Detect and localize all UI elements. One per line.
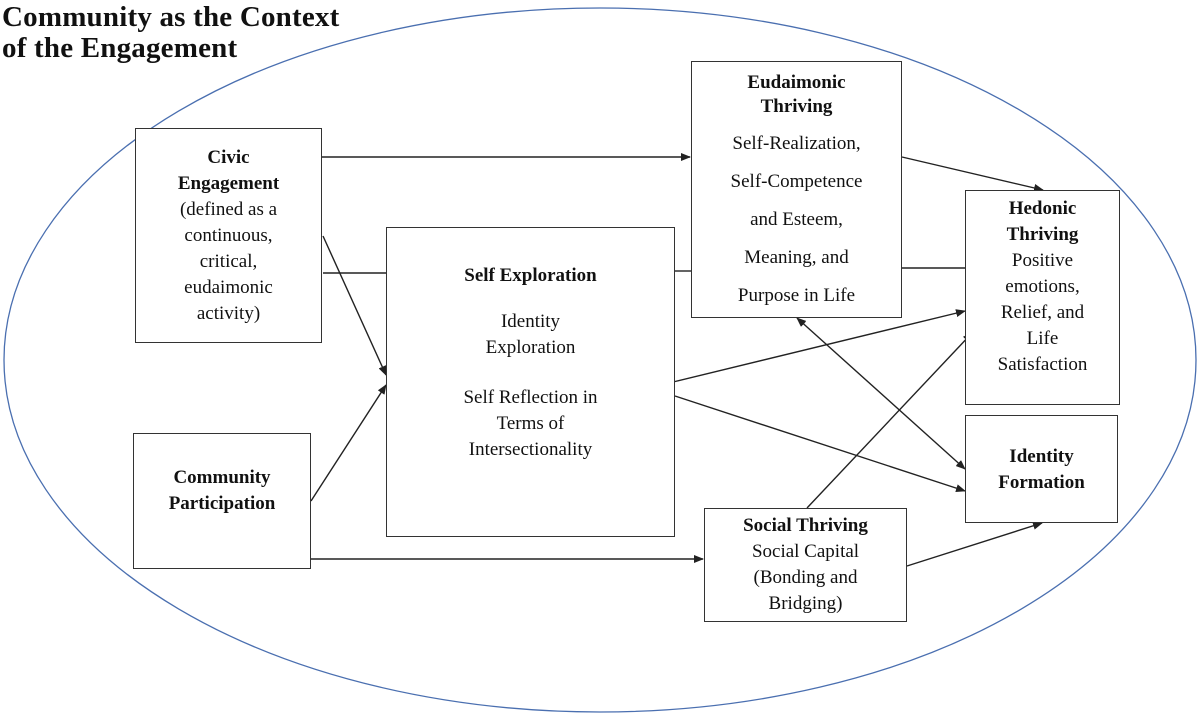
eud-heading-1: Eudaimonic — [747, 72, 846, 93]
self-identity-exploration: Identity Exploration — [387, 309, 674, 361]
eud-body-5: Purpose in Life — [737, 285, 856, 306]
self-body2-line3: Intersectionality — [468, 439, 593, 460]
diagram-title: Community as the Context of the Engageme… — [2, 2, 339, 64]
civic-body-2: continuous, — [184, 225, 273, 246]
self-body2-line1: Self Reflection in — [463, 387, 598, 408]
self-exploration-box: Self Exploration Identity Exploration Se… — [386, 227, 675, 537]
eud-body-2: Self-Competence — [730, 171, 863, 192]
identity-heading-1: Identity — [1009, 446, 1074, 467]
civic-body-4: eudaimonic — [184, 277, 273, 298]
self-reflection: Self Reflection in Terms of Intersection… — [387, 385, 674, 463]
self-heading: Self Exploration — [464, 265, 597, 286]
title-line-2: of the Engagement — [2, 32, 238, 64]
eud-heading-2: Thriving — [760, 96, 833, 117]
self-body1-line2: Exploration — [485, 337, 576, 358]
edge-social-to-identity — [906, 521, 1043, 567]
civic-heading-2: Engagement — [177, 173, 280, 194]
hed-heading-2: Thriving — [1006, 224, 1079, 245]
hed-heading-1: Hedonic — [1008, 198, 1077, 219]
self-body2-line2: Terms of — [496, 413, 565, 434]
eud-body-4: Meaning, and — [744, 247, 849, 268]
civic-body-1: (defined as a — [179, 199, 278, 220]
eud-body-3: and Esteem, — [750, 209, 843, 230]
hed-body-5: Satisfaction — [997, 354, 1088, 375]
hed-body-4: Life — [1026, 328, 1059, 349]
civic-body-3: critical, — [199, 251, 258, 272]
community-heading-2: Participation — [168, 493, 276, 514]
community-participation-box: Community Participation — [133, 433, 311, 569]
social-body-3: Bridging) — [768, 593, 843, 614]
edge-eudaimonic-identity-bidirectional — [796, 317, 966, 470]
edge-self-to-hedonic — [672, 309, 966, 383]
hedonic-thriving-box: Hedonic Thriving Positive emotions, Reli… — [965, 190, 1120, 405]
civic-engagement-box: Civic Engagement (defined as a continuou… — [135, 128, 322, 343]
edge-eudaimonic-to-hedonic — [901, 156, 1044, 192]
hed-body-3: Relief, and — [1000, 302, 1085, 323]
hed-body-1: Positive — [1011, 250, 1074, 271]
eudaimonic-thriving-box: Eudaimonic Thriving Self-Realization, Se… — [691, 61, 902, 318]
civic-body-5: activity) — [196, 303, 261, 324]
social-body-1: Social Capital — [751, 541, 860, 562]
social-body-2: (Bonding and — [753, 567, 858, 588]
self-body1-line1: Identity — [500, 311, 561, 332]
edge-civic-to-self — [322, 235, 387, 376]
identity-heading-2: Formation — [998, 472, 1085, 493]
civic-heading-1: Civic — [207, 147, 250, 168]
eud-body-1: Self-Realization, — [732, 133, 861, 154]
hed-body-2: emotions, — [1005, 276, 1080, 297]
eud-body: Self-Realization, Self-Competence and Es… — [692, 131, 901, 309]
community-context-ellipse — [3, 7, 1197, 713]
edge-social-to-hedonic — [806, 332, 973, 509]
social-heading: Social Thriving — [743, 515, 868, 536]
community-heading-1: Community — [173, 467, 271, 488]
edge-community-to-self — [310, 384, 387, 502]
edge-self-to-identity — [674, 395, 966, 492]
social-thriving-box: Social Thriving Social Capital (Bonding … — [704, 508, 907, 622]
identity-formation-box: Identity Formation — [965, 415, 1118, 523]
title-line-1: Community as the Context — [2, 1, 340, 33]
